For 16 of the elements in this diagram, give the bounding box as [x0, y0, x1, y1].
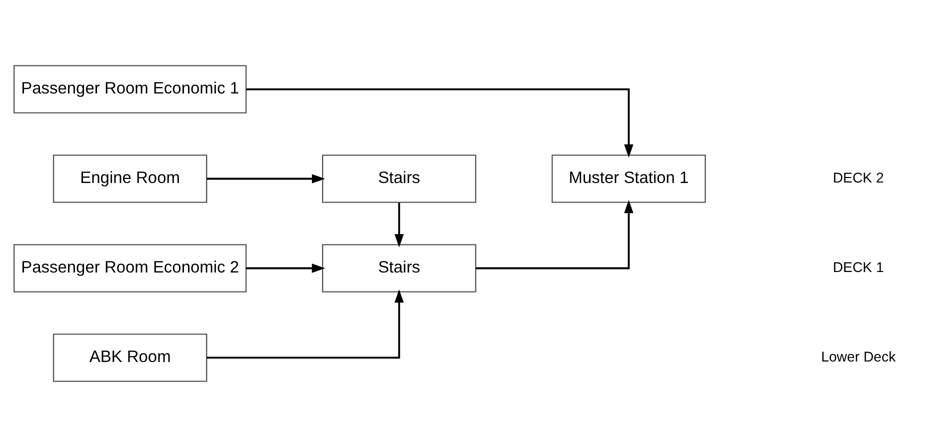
label: Lower Deck	[821, 348, 896, 364]
arrow	[246, 263, 326, 272]
node-box: Muster Station 1	[552, 154, 706, 202]
arrow	[246, 88, 634, 158]
node-box: ABK Room	[52, 333, 208, 382]
node-box: Passenger Room Economic 2	[14, 244, 247, 292]
arrow	[206, 174, 326, 183]
label: DECK 1	[832, 258, 884, 274]
node-box: Stairs	[322, 244, 476, 292]
node-box: Engine Room	[52, 154, 208, 202]
label: DECK 2	[832, 168, 884, 185]
node-box: Passenger Room Economic 1	[14, 64, 247, 113]
node-box: Stairs	[322, 154, 476, 202]
arrow	[206, 288, 404, 358]
arrow	[476, 199, 634, 269]
arrow	[394, 202, 404, 247]
